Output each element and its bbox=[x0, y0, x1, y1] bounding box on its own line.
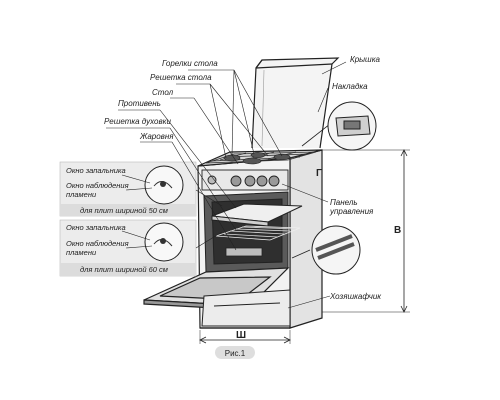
callout60-flame-2: пламени bbox=[66, 248, 97, 257]
zoom-drawer bbox=[291, 225, 361, 275]
burners bbox=[223, 152, 291, 165]
caption-text: Рис.1 bbox=[225, 349, 246, 358]
callout60-flame-1: Окно наблюдения bbox=[66, 239, 129, 248]
dimension-width bbox=[199, 330, 291, 344]
label-dim-height: В bbox=[394, 225, 401, 236]
callout50-flame-2: пламени bbox=[66, 190, 97, 199]
callout-60cm bbox=[59, 219, 223, 277]
lid bbox=[251, 57, 340, 149]
baking-tray bbox=[211, 203, 303, 227]
callout50-flame-1: Окно наблюдения bbox=[66, 181, 129, 190]
zoom-lid-bracket bbox=[301, 101, 377, 151]
figure-caption: Рис.1 bbox=[215, 346, 255, 359]
control-panel bbox=[201, 169, 289, 191]
label-marker-g: Г bbox=[316, 168, 322, 179]
text-labels: Горелки стола Крышка Решетка стола Накла… bbox=[66, 55, 401, 341]
label-panel-1: Панель bbox=[330, 198, 358, 207]
label-panel-2: управления bbox=[329, 207, 374, 216]
callout60-width: для плит шириной 60 см bbox=[80, 265, 168, 274]
label-roasting-pan: Жаровня bbox=[139, 132, 174, 141]
label-bracket: Накладка bbox=[332, 82, 368, 91]
label-dim-width: Ш bbox=[236, 330, 246, 341]
label-top-grate: Решетка стола bbox=[150, 73, 212, 82]
storage-drawer bbox=[201, 289, 291, 327]
label-drawer: Хозяшкафчик bbox=[329, 292, 382, 301]
label-baking-tray: Противень bbox=[118, 99, 161, 108]
label-oven-rack: Решетка духовки bbox=[104, 117, 171, 126]
callout-50cm bbox=[59, 161, 223, 217]
leader-lines bbox=[106, 61, 347, 309]
label-lid: Крышка bbox=[350, 55, 380, 64]
callout60-igniter: Окно запальника bbox=[66, 223, 126, 232]
label-burners: Горелки стола bbox=[162, 59, 218, 68]
callout50-igniter: Окно запальника bbox=[66, 166, 126, 175]
oven-rack bbox=[215, 225, 301, 241]
callout50-width: для плит шириной 50 см bbox=[80, 206, 168, 215]
label-table: Стол bbox=[152, 88, 174, 97]
roasting-pan bbox=[225, 247, 263, 257]
dimension-height bbox=[322, 149, 410, 313]
